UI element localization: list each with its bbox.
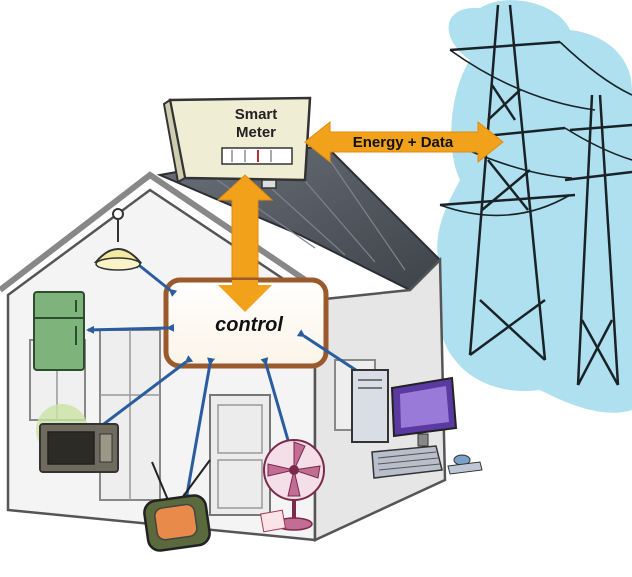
electric-fan-icon: [260, 439, 325, 533]
control-label: control: [215, 314, 283, 336]
sky-background: [437, 0, 632, 413]
smart-meter-icon: [162, 96, 312, 189]
arrow-fridge: [86, 323, 175, 334]
smart-meter-label-line1: Smart: [234, 106, 278, 123]
power-lines: [439, 41, 632, 217]
smart-meter-label: Smart Meter: [216, 106, 296, 142]
smart-meter-label-line2: Meter: [235, 124, 276, 141]
microwave-icon: [36, 404, 119, 473]
power-tower-icon: [439, 4, 632, 386]
arrow-tv: [183, 357, 215, 502]
energy-data-label: Energy + Data: [352, 134, 454, 151]
refrigerator-icon: [33, 291, 85, 371]
energy-data-arrow: [304, 120, 504, 164]
arrow-lamp: [133, 260, 178, 297]
television-icon: [143, 459, 211, 552]
desktop-computer-icon: [351, 369, 483, 479]
arrow-fan: [260, 357, 295, 456]
ceiling-lamp-icon: [93, 208, 143, 271]
